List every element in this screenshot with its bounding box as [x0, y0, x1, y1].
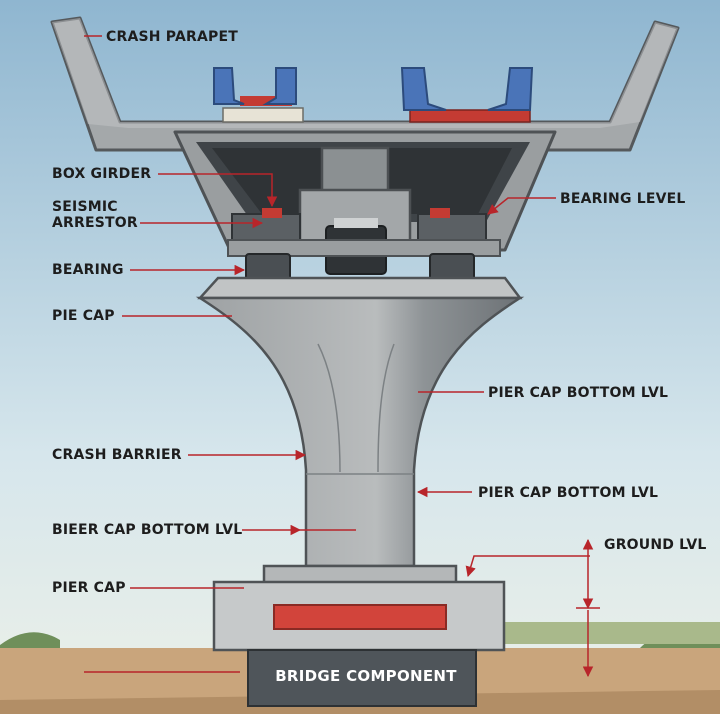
label-crash-barrier: CRASH BARRIER: [52, 447, 182, 463]
label-bearing: BEARING: [52, 262, 124, 278]
label-bieer-cap-bottom-lvl: BIEER CAP BOTTOM LVL: [52, 522, 243, 538]
label-pier-cap: PIER CAP: [52, 580, 126, 596]
rail-pad-left: [222, 107, 304, 123]
label-pier-cap-bottom-lvl-lower: PIER CAP BOTTOM LVL: [478, 485, 659, 501]
leader-bearing-level: [487, 197, 556, 215]
label-pie-cap: PIE CAP: [52, 308, 115, 324]
footing-red-panel: [273, 604, 447, 630]
label-crash-parapet: CRASH PARAPET: [106, 29, 238, 45]
rail-left-1: [213, 67, 245, 105]
leader-lines: [84, 35, 600, 678]
deck-top-face: [52, 18, 678, 128]
rail-left-2: [262, 67, 297, 105]
rail-right-1: [400, 67, 447, 111]
arrestor-right-cap: [430, 208, 450, 218]
footer-caption: BRIDGE COMPONENT: [275, 667, 457, 685]
rail-pad-right: [409, 109, 531, 123]
arrestor-left: [231, 213, 301, 243]
girder-bottom-strip: [227, 239, 501, 257]
rail-right-2: [487, 67, 534, 111]
label-ground-lvl: GROUND LVL: [604, 537, 707, 553]
leader-ground-lvl: [465, 555, 590, 578]
label-bearing-level: BEARING LEVEL: [560, 191, 686, 207]
label-box-girder: BOX GIRDER: [52, 166, 152, 182]
leader-box-girder: [158, 173, 278, 208]
arrestor-right: [417, 213, 487, 243]
rail-plate-left: [240, 96, 292, 106]
bearing-left: [245, 253, 291, 281]
pier-curve-left: [317, 343, 341, 473]
footing-base: [247, 649, 477, 707]
arrestor-left-cap: [262, 208, 282, 218]
pier-cap-top: [197, 276, 523, 300]
field-strip: [470, 622, 720, 644]
label-seismic-arrestor: SEISMIC ARRESTOR: [52, 199, 138, 231]
central-bearing-top: [334, 218, 378, 228]
pier-curve-right: [377, 343, 395, 473]
bearing-right: [429, 253, 475, 281]
label-pier-cap-bottom-lvl-upper: PIER CAP BOTTOM LVL: [488, 385, 669, 401]
